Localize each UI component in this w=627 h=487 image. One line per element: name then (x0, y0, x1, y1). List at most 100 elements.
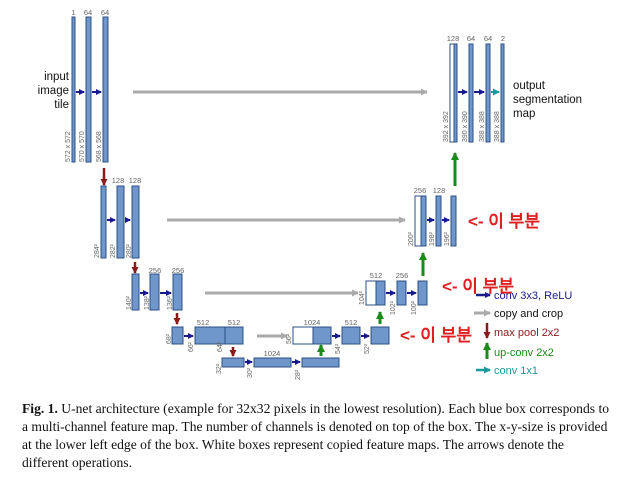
feature-map-box (131, 185, 140, 259)
channel-label: 512 (370, 271, 383, 280)
copied-feature-map-box (449, 43, 455, 143)
channel-label: 64 (484, 34, 492, 43)
channel-label: 256 (396, 271, 409, 280)
unet-diagram: 1 64 64 572 x 572 570 x 570 568 x 568 12… (38, 8, 582, 380)
channel-label: 128 (112, 176, 125, 185)
channel-label: 1024 (264, 349, 281, 358)
level-2-encoder: 128 128 284² 282² 280² (94, 176, 142, 274)
size-label: 66² (188, 341, 195, 352)
feature-map-box (194, 326, 226, 345)
legend-label: conv 1x1 (494, 365, 538, 377)
size-label: 392 x 392 (443, 111, 450, 142)
size-label: 68² (166, 333, 173, 344)
caption-lead: Fig. 1. (22, 401, 58, 416)
input-label-line: input (44, 71, 70, 83)
size-label: 54² (335, 343, 342, 354)
channel-label: 512 (228, 318, 241, 327)
size-label: 572 x 572 (65, 131, 72, 162)
size-label: 388 x 388 (494, 111, 501, 142)
feature-map-box (85, 16, 92, 163)
size-label: 280² (126, 243, 133, 258)
level-3-decoder: 512 256 104² 102² 100² (359, 252, 428, 315)
size-label: 390 x 390 (462, 111, 469, 142)
channel-label: 1024 (304, 318, 321, 327)
feature-map-box (435, 195, 442, 247)
feature-map-box (100, 185, 107, 259)
channel-label: 64 (101, 8, 109, 17)
feature-map-box (149, 273, 160, 311)
channel-label: 128 (447, 34, 460, 43)
size-label: 282² (110, 243, 117, 258)
channel-label: 256 (172, 266, 185, 275)
feature-map-box (396, 280, 407, 306)
size-label: 64² (217, 341, 224, 352)
channel-label: 512 (197, 318, 210, 327)
copy-crop-arrows (133, 88, 428, 340)
feature-map-box (417, 280, 428, 306)
caption-text: U-net architecture (example for 32x32 pi… (22, 401, 610, 470)
copied-feature-map-box (365, 280, 377, 306)
legend: conv 3x3, ReLU copy and crop max pool 2x… (474, 290, 572, 377)
size-label: 32² (216, 363, 223, 374)
bottleneck: 1024 32² 30² 28² (216, 344, 340, 380)
feature-map-box (453, 43, 458, 143)
feature-map-box (224, 326, 244, 345)
size-label: 102² (390, 300, 397, 315)
feature-map-box (341, 326, 361, 345)
size-label: 104² (359, 290, 366, 305)
input-label: input image tile (38, 71, 70, 111)
legend-label: copy and crop (494, 308, 563, 320)
channel-label: 64 (84, 8, 92, 17)
size-label: 196² (444, 231, 451, 246)
copied-feature-map-box (292, 326, 314, 345)
legend-label: conv 3x3, ReLU (494, 290, 572, 302)
level-1-encoder: 1 64 64 572 x 572 570 x 570 568 x 568 (65, 8, 109, 186)
feature-map-box (131, 273, 140, 311)
feature-map-box (253, 357, 292, 368)
annotation-text: <- 이 부분 (400, 326, 472, 345)
feature-map-box (420, 195, 427, 247)
annotation-text: <- 이 부분 (468, 212, 540, 231)
size-label: 138² (144, 295, 151, 310)
feature-map-box (500, 43, 505, 143)
legend-label: max pool 2x2 (494, 327, 559, 339)
channel-label: 2 (501, 34, 505, 43)
output-label-line: output (513, 80, 546, 92)
input-label-line: tile (54, 99, 69, 111)
size-label: 100² (411, 300, 418, 315)
size-label: 52² (364, 343, 371, 354)
output-label: output segmentation map (513, 80, 582, 120)
size-label: 388 x 388 (479, 111, 486, 142)
feature-map-box (468, 43, 474, 143)
size-label: 568 x 568 (96, 131, 103, 162)
feature-map-box (116, 185, 125, 259)
level-1-decoder: 128 64 64 2 392 x 392 390 x 390 388 x 38… (443, 34, 505, 143)
size-label: 198² (429, 231, 436, 246)
channel-label: 128 (433, 186, 446, 195)
feature-map-box (370, 326, 390, 345)
size-label: 570 x 570 (79, 131, 86, 162)
channel-label: 256 (149, 266, 162, 275)
channel-label: 1 (71, 8, 75, 17)
figure-caption: Fig. 1. U-net architecture (example for … (22, 400, 610, 472)
size-label: 136² (167, 295, 174, 310)
feature-map-box (71, 16, 76, 163)
feature-map-box (312, 326, 332, 345)
feature-map-box (172, 273, 183, 311)
channel-label: 256 (414, 186, 427, 195)
level-4-encoder: 512 512 68² 66² 64² (166, 318, 244, 357)
size-label: 284² (94, 243, 101, 258)
channel-label: 128 (129, 176, 142, 185)
size-label: 200² (408, 231, 415, 246)
feature-map-box (171, 326, 184, 345)
annotations: <- 이 부분 <- 이 부분 <- 이 부분 (400, 212, 540, 345)
channel-label: 512 (345, 318, 358, 327)
level-3-encoder: 256 256 140² 138² 136² (126, 266, 185, 325)
feature-map-box (102, 16, 109, 163)
size-label: 140² (126, 295, 133, 310)
feature-map-box (450, 195, 457, 247)
size-label: 56² (286, 333, 293, 344)
copied-feature-map-box (414, 195, 422, 247)
level-2-decoder: 256 128 200² 198² 196² (408, 152, 459, 247)
annotation-text: <- 이 부분 (442, 277, 514, 296)
